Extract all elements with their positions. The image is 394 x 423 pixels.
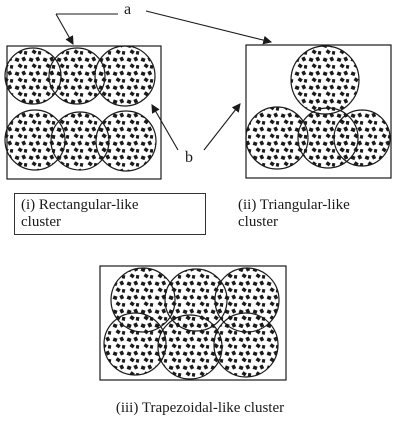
rectangular-cluster-frame xyxy=(6,45,162,180)
caption-rectangular-line1: (i) Rectangular-like xyxy=(21,197,139,213)
label-a-leaders xyxy=(55,10,273,45)
particle-disk xyxy=(333,109,391,167)
label-b: b xyxy=(185,149,193,166)
caption-trapezoidal: (iii) Trapezoidal-like cluster xyxy=(115,400,285,416)
triangular-cluster xyxy=(245,44,392,179)
particle-disk xyxy=(94,45,156,107)
label-b-leaders xyxy=(151,103,241,151)
caption-triangular-line2: cluster xyxy=(238,214,278,230)
caption-rectangular-line2: cluster xyxy=(21,214,61,230)
triangular-cluster-frame xyxy=(245,44,392,179)
particle-disk xyxy=(95,110,157,172)
particle-disk xyxy=(213,312,279,378)
particle-disk xyxy=(157,314,223,380)
trapezoidal-cluster xyxy=(99,265,287,381)
caption-rectangular: (i) Rectangular-like cluster xyxy=(14,193,206,235)
particle-disk xyxy=(103,312,167,376)
trapezoidal-cluster-frame xyxy=(99,265,287,381)
caption-triangular-line1: (ii) Triangular-like xyxy=(238,197,350,213)
particle-disk xyxy=(290,45,360,115)
rectangular-cluster xyxy=(4,45,162,180)
caption-triangular: (ii) Triangular-like cluster xyxy=(238,197,394,231)
label-a: a xyxy=(124,1,132,18)
